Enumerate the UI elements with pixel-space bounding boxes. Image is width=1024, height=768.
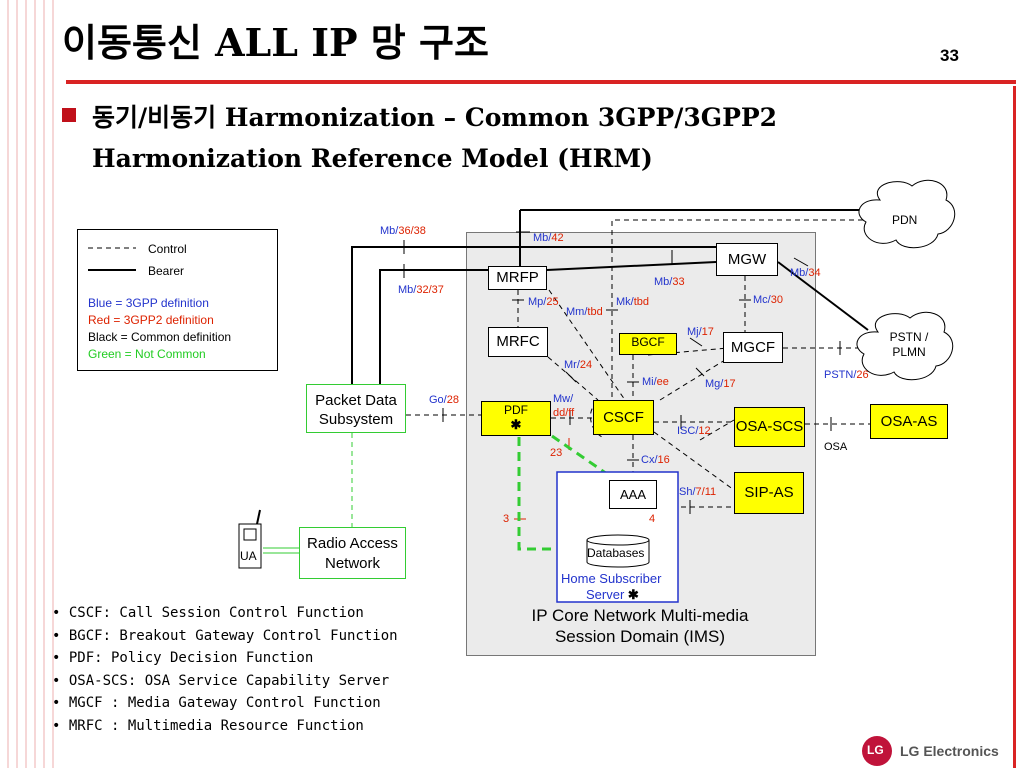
definition-item: • PDF: Policy Decision Function (52, 650, 314, 666)
definition-item: • CSCF: Call Session Control Function (52, 605, 364, 621)
legend-green: Green = Not Common (88, 347, 206, 361)
legend-blue: Blue = 3GPP definition (88, 296, 209, 310)
slide-title: 이동통신 ALL IP 망 구조 (62, 20, 489, 65)
cscf-node: CSCF (593, 400, 654, 435)
if-mr-24: Mr/24 (564, 359, 593, 371)
if-mb-33: Mb/33 (654, 276, 685, 288)
pdf-label: PDF (504, 403, 528, 417)
packet-data-line2: Subsystem (318, 411, 394, 428)
definition-item: • BGCF: Breakout Gateway Control Functio… (52, 628, 398, 644)
ims-label-line2: Session Domain (IMS) (554, 627, 726, 646)
bullet-heading-line2: Harmonization Reference Model (HRM) (92, 144, 653, 173)
lg-logo-mark: LG (867, 743, 884, 757)
mrfc-node: MRFC (488, 327, 548, 357)
if-23: 23 (550, 447, 563, 459)
if-cx-16: Cx/16 (641, 454, 670, 466)
title-rule (66, 80, 1016, 84)
pdf-star-icon: ✱ (510, 417, 522, 432)
osa-scs-node: OSA-SCS (734, 407, 805, 447)
mrfp-node: MRFP (488, 266, 547, 290)
ims-label-line1: IP Core Network Multi-media (531, 606, 749, 625)
if-mj-17: Mj/17 (687, 326, 714, 338)
aaa-node: AAA (609, 480, 657, 509)
lg-logo-icon: LG (862, 736, 892, 766)
if-mw-line2: dd/ff (553, 407, 575, 419)
databases-label: Databases (587, 546, 645, 560)
legend-bearer: Bearer (148, 264, 185, 278)
packet-data-subsystem-node: Packet Data Subsystem (306, 384, 406, 433)
pdn-cloud-label: PDN (892, 213, 918, 227)
if-osa: OSA (824, 441, 848, 453)
definition-item: • MRFC : Multimedia Resource Function (52, 718, 364, 734)
if-isc-12: ISC/12 (677, 425, 711, 437)
if-mc-30: Mc/30 (753, 294, 783, 306)
if-4: 4 (649, 513, 656, 525)
legend-line-samples (88, 247, 136, 271)
hss-label-line1: Home Subscriber (561, 571, 662, 586)
legend-red: Red = 3GPP2 definition (88, 313, 214, 327)
if-pstn-26: PSTN/26 (824, 369, 869, 381)
osa-as-node: OSA-AS (870, 404, 948, 439)
decorative-stripes (0, 0, 58, 768)
pstn-cloud-label: PSTN / PLMN (889, 330, 929, 359)
if-mk-tbd: Mk/tbd (616, 296, 650, 308)
if-sh-7-11: Sh/7/11 (679, 486, 717, 498)
bullet-square-icon (62, 108, 76, 122)
hss-label-line2: Server ✱ (586, 587, 639, 603)
if-mb-34: Mb/34 (790, 267, 821, 279)
if-mb-42: Mb/42 (533, 232, 564, 244)
radio-access-network-node: Radio Access Network (299, 527, 406, 579)
if-3: 3 (503, 513, 510, 525)
legend-control: Control (148, 242, 187, 256)
hss-star-icon: ✱ (627, 587, 639, 602)
packet-data-line1: Packet Data (315, 392, 397, 409)
sip-as-node: SIP-AS (734, 472, 804, 514)
definition-item: • OSA-SCS: OSA Service Capability Server (52, 673, 390, 689)
pdf-node: PDF ✱ (481, 401, 551, 436)
bgcf-node: BGCF (619, 333, 677, 355)
ran-line1: Radio Access (307, 535, 398, 552)
page-number: 33 (940, 46, 959, 65)
if-mi-ee: Mi/ee (642, 376, 669, 388)
ran-line2: Network (324, 555, 380, 572)
hss-label-text: Server (586, 587, 625, 602)
if-mw-line1: Mw/ (553, 393, 574, 405)
definition-item: • MGCF : Media Gateway Control Function (52, 695, 381, 711)
if-mb-32-37: Mb/32/37 (398, 284, 444, 296)
legend: Control Bearer Blue = 3GPP definition Re… (77, 229, 278, 371)
if-go-28: Go/28 (429, 394, 459, 406)
mgw-node: MGW (716, 243, 778, 276)
if-mm-tbd: Mm/tbd (566, 306, 603, 318)
legend-black: Black = Common definition (88, 330, 232, 344)
if-mp-25: Mp/25 (528, 296, 559, 308)
mgcf-node: MGCF (723, 332, 783, 363)
ims-label: IP Core Network Multi-media Session Doma… (466, 605, 814, 647)
right-border-rule (1013, 86, 1016, 768)
bullet-heading-line1: 동기/비동기 Harmonization – Common 3GPP/3GPP2 (92, 103, 778, 132)
if-mb-36-38: Mb/36/38 (380, 225, 426, 237)
if-mg-17: Mg/17 (705, 378, 736, 390)
lg-logo-text: LG Electronics (900, 743, 999, 759)
ua-label: UA (240, 549, 257, 563)
